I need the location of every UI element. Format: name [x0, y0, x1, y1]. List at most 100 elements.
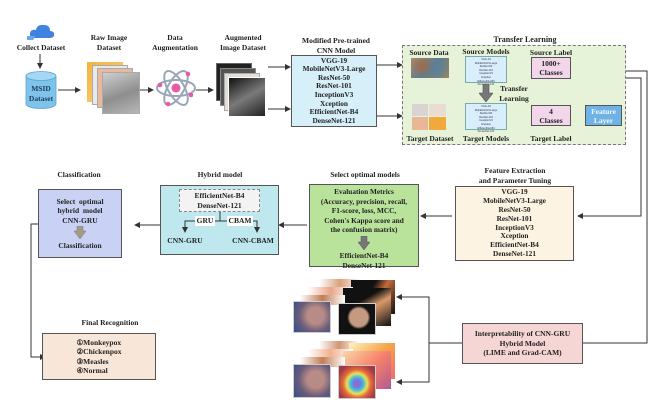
mini-model-item: EfficientNet-B4 [477, 79, 495, 83]
cnn-gru-output: CNN-GRU [167, 236, 203, 245]
mini-model-item: ResNet-50 [479, 65, 493, 69]
mini-model-item: ResNet-101 [479, 115, 493, 119]
mini-model-item: VGG-19 [481, 58, 491, 61]
optimal-models-title: Select optimal models [330, 170, 400, 179]
evaluation-metrics-box: Evaluation Metrics (Accuracy, precision,… [309, 184, 419, 270]
metrics-line: Cohen's Kappa score and [324, 215, 404, 225]
hybrid-model-box: EfficientNet-B4 DenseNet-121 GRU CBAM CN… [160, 185, 279, 255]
source-classes-count: 1000+ [541, 59, 561, 68]
cloud-icon [24, 22, 57, 42]
interpretability-line: (LIME and Grad-CAM) [483, 348, 562, 358]
raw-image-stack [87, 62, 142, 118]
target-classes-box: 4 Classes [531, 105, 571, 126]
feature-extraction-title: Feature Extraction and Parameter Tuning [452, 166, 578, 186]
mini-model-item: VGG-19 [481, 105, 491, 108]
source-data-image [411, 58, 449, 78]
gradcam-image-stack [283, 341, 398, 401]
model-item: InceptionV3 [314, 90, 354, 99]
model-item: MobileNetV3-Large [302, 64, 366, 74]
augmented-title-line2: Image Dataset [219, 43, 267, 52]
model-item: ResNet-101 [316, 81, 352, 91]
mini-model-item: DenseNet-121 [477, 130, 495, 134]
target-classes-count: 4 [549, 106, 553, 116]
transfer-arrow-line2: Learning [499, 94, 529, 103]
mini-model-item: InceptionV3 [479, 72, 493, 76]
mini-model-item: MobileNetV3-Large [474, 108, 498, 112]
source-data-label: Source Data [409, 48, 449, 57]
raw-title-line1: Raw Image [90, 33, 128, 42]
model-item: ResNet-50 [498, 204, 531, 214]
transfer-learning-title: Transfer Learning [493, 35, 557, 44]
model-item: ResNet-101 [496, 213, 533, 223]
lime-image-stack [283, 279, 398, 335]
classification-box: Select optimal hybrid model CNN-GRU Clas… [38, 189, 122, 258]
feature-extraction-box: VGG-19 MobileNetV3-Large ResNet-50 ResNe… [455, 186, 574, 261]
hybrid-base-models: EfficientNet-B4 DenseNet-121 [179, 189, 260, 212]
mini-model-item: Xception [480, 75, 492, 79]
metrics-heading: Evaluation Metrics [334, 187, 394, 196]
msid-dataset-cylinder: MSID Dataset [25, 71, 57, 109]
pretrained-title: Modified Pre-trained CNN Model [288, 36, 384, 56]
model-item: DenseNet-121 [312, 115, 356, 125]
transfer-down-arrow-icon [478, 83, 494, 103]
augmented-title-line1: Augmented [224, 33, 262, 42]
pretrained-title-line2: CNN Model [316, 46, 356, 55]
mini-model-item: ResNet-50 [479, 112, 493, 116]
msid-sublabel: Dataset [28, 94, 54, 103]
source-classes-text: Classes [539, 68, 563, 77]
hybrid-base-model: DenseNet-121 [197, 200, 242, 210]
source-label-label: Source Label [529, 48, 573, 57]
model-item: ResNet-50 [317, 72, 350, 82]
collect-dataset-label: Collect Dataset [16, 43, 66, 52]
hybrid-base-model: EfficientNet-B4 [194, 191, 245, 200]
interpretability-line: Hybrid Model [499, 338, 546, 348]
model-item: EfficientNet-B4 [309, 107, 359, 117]
target-dataset-label: Target Dataset [406, 134, 454, 143]
target-dataset-images [412, 104, 446, 130]
mini-model-item: MobileNetV3-Large [474, 61, 498, 65]
down-arrow-icon [73, 225, 87, 240]
classification-result: Classification [58, 241, 102, 250]
final-recognition-title: Final Recognition [81, 318, 139, 327]
msid-label: MSID [31, 84, 51, 93]
target-classes-text: Classes [539, 115, 563, 125]
selected-model: DenseNet-121 [342, 260, 386, 270]
down-arrow-icon [357, 235, 371, 251]
transfer-arrow-line1: Transfer [500, 84, 528, 93]
model-item: EfficientNet-B4 [490, 240, 539, 250]
source-classes-box: 1000+ Classes [531, 57, 571, 79]
model-item: VGG-19 [501, 186, 528, 196]
feature-layer-line1: Feature [591, 106, 616, 116]
final-class-list: ①Monkeypox ②Chickenpox ③Measles ④Normal [76, 338, 121, 375]
atom-icon [155, 64, 197, 112]
metrics-line: the confusion matrix) [330, 225, 398, 235]
hybrid-model-title: Hybrid model [197, 170, 243, 179]
cnn-cbam-output: CNN-CBAM [232, 236, 274, 245]
mini-model-item: Xception [480, 122, 492, 126]
arrow-interpretability-to-gradcam [396, 343, 430, 385]
source-models-label: Source Models [462, 47, 510, 56]
model-item: MobileNetV3-Large [483, 195, 546, 205]
augmented-image-stack [216, 63, 268, 119]
final-recognition-box: ①Monkeypox ②Chickenpox ③Measles ④Normal [42, 333, 156, 380]
feature-layer-box: Feature Layer [585, 105, 622, 126]
pretrained-models-box: VGG-19 MobileNetV3-Large ResNet-50 ResNe… [291, 55, 377, 127]
final-class-item: ③Measles [76, 356, 109, 366]
augmentation-title: Data Augmentation [144, 33, 206, 53]
model-item: Xception [320, 98, 348, 108]
feature-layer-line2: Layer [593, 115, 614, 125]
interpretability-box: Interpretability of CNN-GRU Hybrid Model… [462, 323, 583, 364]
classification-line: Select optimal [56, 196, 104, 206]
metrics-line: F1-score, loss, MCC, [331, 206, 397, 216]
cbam-branch-label: CBAM [227, 216, 253, 226]
augmented-title: Augmented Image Dataset [205, 33, 281, 53]
transfer-learning-arrow-label: Transfer Learning [492, 84, 536, 104]
pretrained-title-line1: Modified Pre-trained [302, 36, 370, 45]
mini-model-item: EfficientNet-B4 [477, 126, 495, 130]
classification-title: Classification [57, 170, 101, 179]
metrics-line: (Accuracy, precision, recall, [320, 196, 408, 206]
final-class-item: ④Normal [76, 365, 108, 375]
mini-model-item: ResNet-101 [479, 68, 493, 72]
